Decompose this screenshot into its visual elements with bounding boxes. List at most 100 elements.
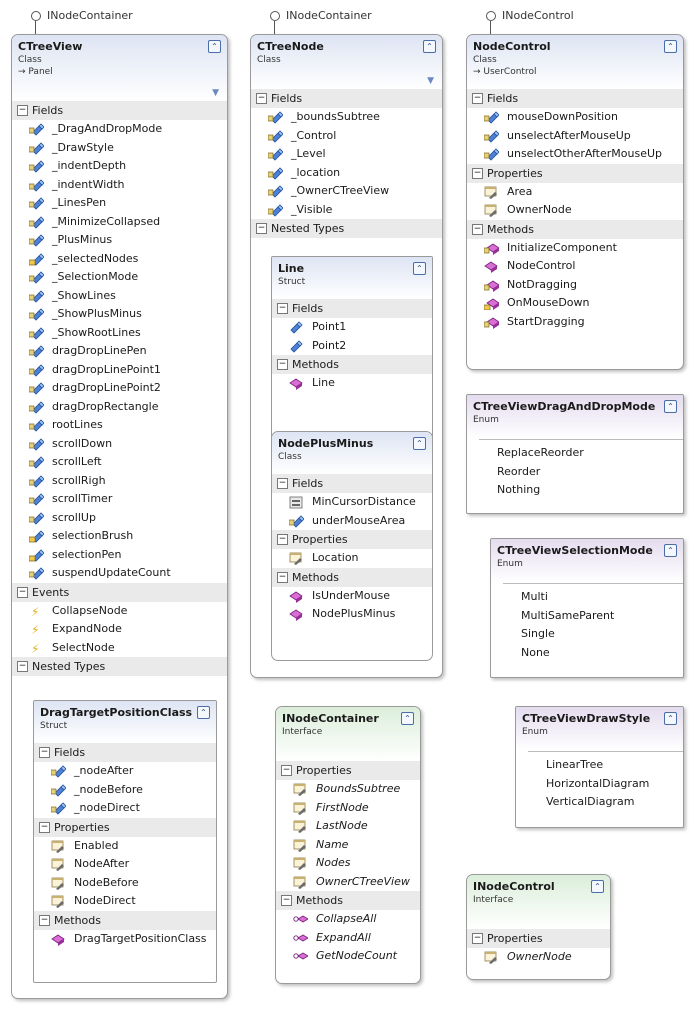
collapse-section-icon[interactable]: − bbox=[277, 571, 288, 583]
field-row[interactable]: scrollLeft bbox=[12, 453, 227, 472]
class-box-nodecontrol[interactable]: NodeControl Class → UserControl ⌃ −Field… bbox=[466, 34, 684, 370]
enum-value[interactable]: HorizontalDiagram bbox=[546, 776, 650, 790]
field-row[interactable]: scrollUp bbox=[12, 509, 227, 528]
field-row[interactable]: _DragAndDropMode bbox=[12, 120, 227, 139]
collapse-button[interactable]: ⌃ bbox=[423, 40, 436, 53]
property-row[interactable]: Name bbox=[276, 836, 420, 855]
field-row[interactable]: selectionPen bbox=[12, 546, 227, 565]
collapse-button[interactable]: ⌃ bbox=[591, 880, 604, 893]
property-row[interactable]: NodeAfter bbox=[34, 855, 216, 874]
collapse-button[interactable]: ⌃ bbox=[413, 437, 426, 450]
enum-value[interactable]: MultiSameParent bbox=[521, 608, 615, 622]
collapse-section-icon[interactable]: − bbox=[472, 223, 483, 235]
section-header-methods[interactable]: −Methods bbox=[272, 567, 432, 587]
field-row[interactable]: unselectOtherAfterMouseUp bbox=[467, 145, 683, 164]
section-header-events[interactable]: −Events bbox=[12, 582, 227, 602]
section-header-nested-types[interactable]: −Nested Types bbox=[12, 657, 227, 676]
collapse-button[interactable]: ⌃ bbox=[413, 262, 426, 275]
collapse-section-icon[interactable]: − bbox=[281, 765, 292, 776]
field-row[interactable]: _selectedNodes bbox=[12, 250, 227, 269]
event-row[interactable]: ⚡SelectNode bbox=[12, 639, 227, 658]
property-row[interactable]: OwnerCTreeView bbox=[276, 873, 420, 892]
property-row[interactable]: Enabled bbox=[34, 837, 216, 856]
collapse-section-icon[interactable]: − bbox=[39, 747, 50, 758]
property-row[interactable]: OwnerNode bbox=[467, 948, 610, 967]
property-row[interactable]: OwnerNode bbox=[467, 201, 683, 220]
section-header-methods[interactable]: −Methods bbox=[272, 355, 432, 374]
field-row[interactable]: scrollRigh bbox=[12, 472, 227, 491]
property-row[interactable]: LastNode bbox=[276, 817, 420, 836]
property-row[interactable]: FirstNode bbox=[276, 799, 420, 818]
collapse-section-icon[interactable]: − bbox=[277, 478, 288, 489]
enum-value[interactable]: LinearTree bbox=[546, 758, 604, 771]
section-header-fields[interactable]: −Fields bbox=[272, 299, 432, 318]
property-row[interactable]: BoundsSubtree bbox=[276, 780, 420, 799]
collapse-section-icon[interactable]: − bbox=[472, 167, 483, 179]
method-row[interactable]: DragTargetPositionClass bbox=[34, 930, 216, 949]
collapse-button[interactable]: ⌃ bbox=[197, 706, 210, 719]
collapse-section-icon[interactable]: − bbox=[17, 661, 28, 672]
struct-box-dragtargetpositionclass[interactable]: DragTargetPositionClass Struct ⌃ −Fields… bbox=[33, 700, 217, 983]
collapse-section-icon[interactable]: − bbox=[277, 359, 288, 370]
field-row[interactable]: rootLines bbox=[12, 416, 227, 435]
section-header-methods[interactable]: −Methods bbox=[467, 219, 683, 239]
collapse-section-icon[interactable]: − bbox=[17, 586, 28, 598]
field-row[interactable]: _MinimizeCollapsed bbox=[12, 213, 227, 232]
method-row[interactable]: Line bbox=[272, 374, 432, 393]
section-header-fields[interactable]: −Fields bbox=[272, 474, 432, 493]
field-row[interactable]: _ShowLines bbox=[12, 287, 227, 306]
field-row[interactable]: _indentWidth bbox=[12, 176, 227, 195]
enum-value[interactable]: Single bbox=[521, 627, 555, 640]
collapse-button[interactable]: ⌃ bbox=[664, 712, 677, 725]
collapse-section-icon[interactable]: − bbox=[39, 914, 50, 926]
event-row[interactable]: ⚡ExpandNode bbox=[12, 620, 227, 639]
method-row[interactable]: GetNodeCount bbox=[276, 947, 420, 966]
event-row[interactable]: ⚡CollapseNode bbox=[12, 602, 227, 621]
section-header-properties[interactable]: −Properties bbox=[276, 761, 420, 780]
section-header-methods[interactable]: −Methods bbox=[34, 910, 216, 930]
collapse-section-icon[interactable]: − bbox=[256, 223, 267, 234]
collapse-section-icon[interactable]: − bbox=[472, 933, 483, 944]
filter-icon[interactable]: ▼ bbox=[427, 76, 434, 86]
field-row[interactable]: mouseDownPosition bbox=[467, 108, 683, 127]
field-row[interactable]: scrollDown bbox=[12, 435, 227, 454]
section-header-fields[interactable]: −Fields bbox=[467, 89, 683, 108]
filter-icon[interactable]: ▼ bbox=[212, 88, 219, 98]
method-row[interactable]: ExpandAll bbox=[276, 929, 420, 948]
field-row[interactable]: _Visible bbox=[251, 201, 442, 220]
section-header-properties[interactable]: −Properties bbox=[467, 163, 683, 183]
field-row[interactable]: Point2 bbox=[272, 337, 432, 356]
property-row[interactable]: NodeBefore bbox=[34, 874, 216, 893]
collapse-section-icon[interactable]: − bbox=[277, 534, 288, 545]
collapse-section-icon[interactable]: − bbox=[39, 821, 50, 833]
field-row[interactable]: _nodeDirect bbox=[34, 799, 216, 818]
field-row[interactable]: _location bbox=[251, 164, 442, 183]
enum-box-ctreeviewdraganddropmode[interactable]: CTreeViewDragAndDropMode Enum ⌃ ReplaceR… bbox=[466, 394, 684, 514]
collapse-section-icon[interactable]: − bbox=[472, 93, 483, 104]
field-row[interactable]: _boundsSubtree bbox=[251, 108, 442, 127]
enum-value[interactable]: ReplaceReorder bbox=[497, 446, 584, 459]
collapse-section-icon[interactable]: − bbox=[277, 303, 288, 314]
section-header-fields[interactable]: −Fields bbox=[34, 743, 216, 762]
collapse-button[interactable]: ⌃ bbox=[664, 40, 677, 53]
property-row[interactable]: Nodes bbox=[276, 854, 420, 873]
field-row[interactable]: _LinesPen bbox=[12, 194, 227, 213]
field-row[interactable]: _nodeAfter bbox=[34, 762, 216, 781]
interface-box-inodecontainer[interactable]: INodeContainer Interface ⌃ −Properties B… bbox=[275, 706, 421, 984]
enum-value[interactable]: Multi bbox=[521, 590, 548, 603]
collapse-section-icon[interactable]: − bbox=[17, 105, 28, 116]
field-row[interactable]: dragDropLinePen bbox=[12, 342, 227, 361]
enum-value[interactable]: Reorder bbox=[497, 464, 541, 478]
field-row[interactable]: _nodeBefore bbox=[34, 781, 216, 800]
class-box-ctreeview[interactable]: CTreeView Class → Panel ⌃ ▼ −Fields _Dra… bbox=[11, 34, 228, 999]
method-row[interactable]: StartDragging bbox=[467, 313, 683, 332]
collapse-button[interactable]: ⌃ bbox=[664, 400, 677, 413]
field-row[interactable]: _Level bbox=[251, 145, 442, 164]
field-row[interactable]: _DrawStyle bbox=[12, 139, 227, 158]
field-row[interactable]: _SelectionMode bbox=[12, 268, 227, 287]
field-row[interactable]: suspendUpdateCount bbox=[12, 564, 227, 583]
class-box-nodeplusminus[interactable]: NodePlusMinus Class ⌃ −Fields MinCursorD… bbox=[271, 431, 433, 661]
field-row[interactable]: _PlusMinus bbox=[12, 231, 227, 250]
